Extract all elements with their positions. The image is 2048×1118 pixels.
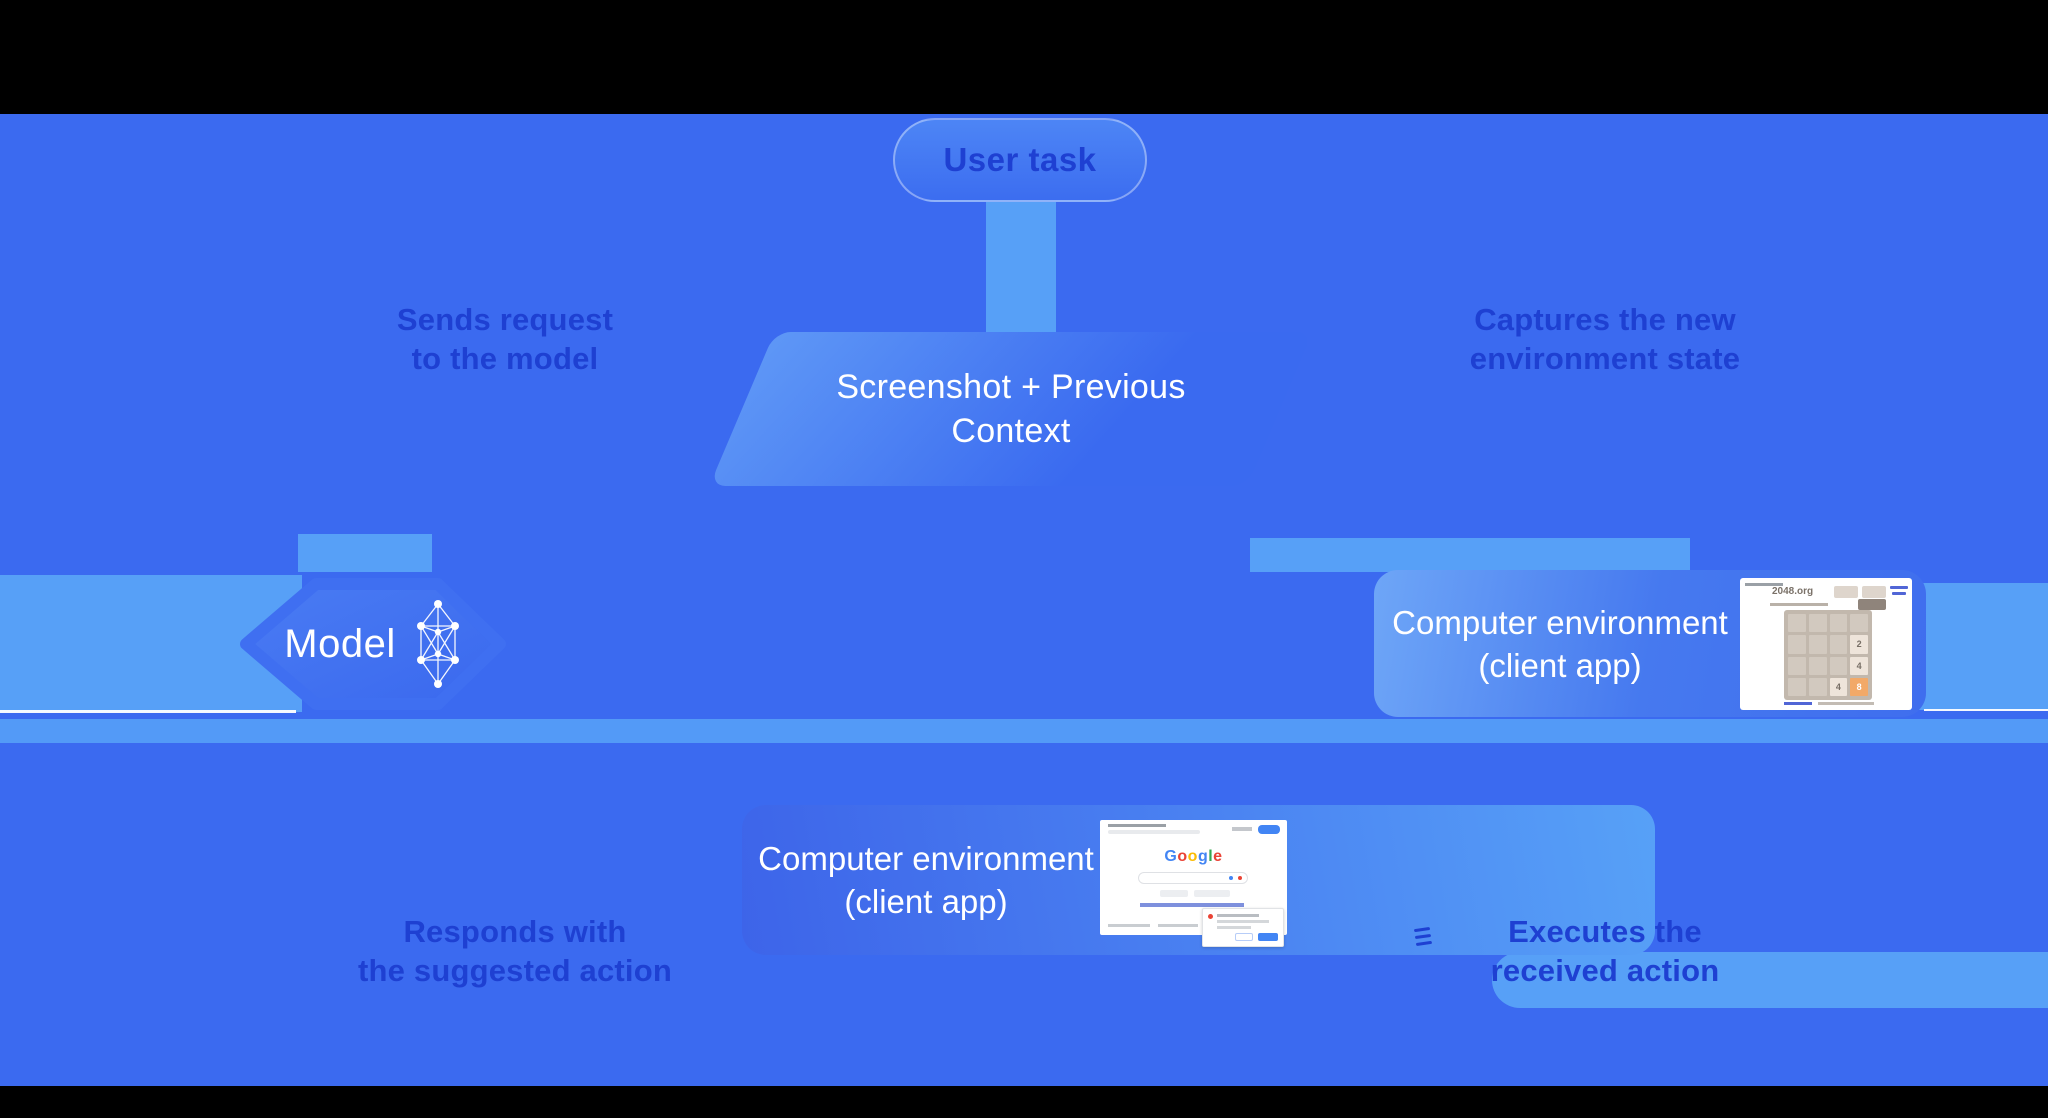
tile-4: 4 — [1829, 677, 1848, 696]
sign-in-button — [1258, 825, 1280, 834]
arrow-label-bottom-right: Executes the received action — [1490, 914, 1720, 988]
search-input — [1138, 872, 1248, 884]
browser-tab-bar — [1108, 824, 1166, 827]
dashed-arrow-mark — [1413, 926, 1433, 947]
flow-ribbon-pill-to-context — [986, 197, 1056, 335]
neural-network-icon — [416, 600, 459, 688]
flow-ribbon-right — [1902, 583, 2048, 710]
tile-8: 8 — [1850, 677, 1868, 696]
mini-footer-link — [1784, 702, 1812, 705]
flow-ribbon-horizontal — [0, 719, 2048, 743]
flow-ribbon-to-model — [298, 534, 432, 572]
feeling-lucky-button — [1194, 890, 1230, 897]
google-logo: Google — [1164, 848, 1223, 865]
mini-link — [1892, 592, 1906, 595]
mini-url-bar — [1745, 583, 1783, 586]
footer-links — [1158, 924, 1198, 927]
arrow-label-bottom-left: Responds with the suggested action — [357, 914, 673, 988]
new-game-button — [1858, 599, 1886, 610]
screenshot-context-label: Screenshot + Previous Context — [836, 368, 1186, 450]
lens-icon — [1238, 876, 1242, 880]
arrow-label-top-left: Sends request to the model — [396, 302, 614, 376]
dialog-primary-button — [1258, 933, 1278, 941]
model-hexagon-shape — [240, 578, 506, 710]
screenshot-context-parallelogram: Screenshot + Previous Context — [709, 332, 1313, 486]
flow-ribbon-left-underline — [0, 710, 296, 713]
google-search-button — [1160, 890, 1188, 897]
best-box — [1862, 586, 1886, 598]
score-box — [1834, 586, 1858, 598]
model-node: Model — [238, 572, 508, 716]
tile-4: 4 — [1850, 656, 1868, 675]
env-bottom-label: Computer environment (client app) — [758, 840, 1094, 920]
footer-links — [1108, 924, 1150, 927]
mic-icon — [1229, 876, 1233, 880]
bottom-letterbox-bar — [0, 1086, 2048, 1118]
dialog-secondary-button — [1235, 933, 1253, 941]
browser-url-bar — [1108, 830, 1200, 834]
mini-link — [1890, 586, 1908, 589]
game-2048-screenshot: 2048.org 2 4 4 8 — [1740, 578, 1912, 710]
offered-in-links — [1140, 903, 1244, 907]
browser-chip — [1232, 827, 1252, 831]
browser-dialog — [1202, 908, 1284, 947]
arrow-label-top-right: Captures the new environment state — [1469, 302, 1741, 376]
flow-ribbon-bottom-right — [1492, 952, 2048, 1008]
tile-2: 2 — [1850, 635, 1868, 654]
game-2048-board: 2 4 4 8 — [1784, 610, 1872, 700]
user-task-pill: User task — [893, 118, 1147, 202]
google-search-screenshot: Google — [1100, 820, 1287, 947]
mini-footer-text — [1818, 702, 1874, 705]
user-task-label: User task — [943, 141, 1097, 178]
model-label: Model — [284, 621, 396, 666]
flow-ribbon-context-to-env — [1250, 538, 1690, 572]
flow-ribbon-right-underline — [1924, 709, 2048, 711]
site-title: 2048.org — [1772, 586, 1814, 597]
top-letterbox-bar — [0, 0, 2048, 114]
mini-subtext — [1770, 603, 1828, 606]
env-right-label: Computer environment (client app) — [1392, 603, 1728, 684]
